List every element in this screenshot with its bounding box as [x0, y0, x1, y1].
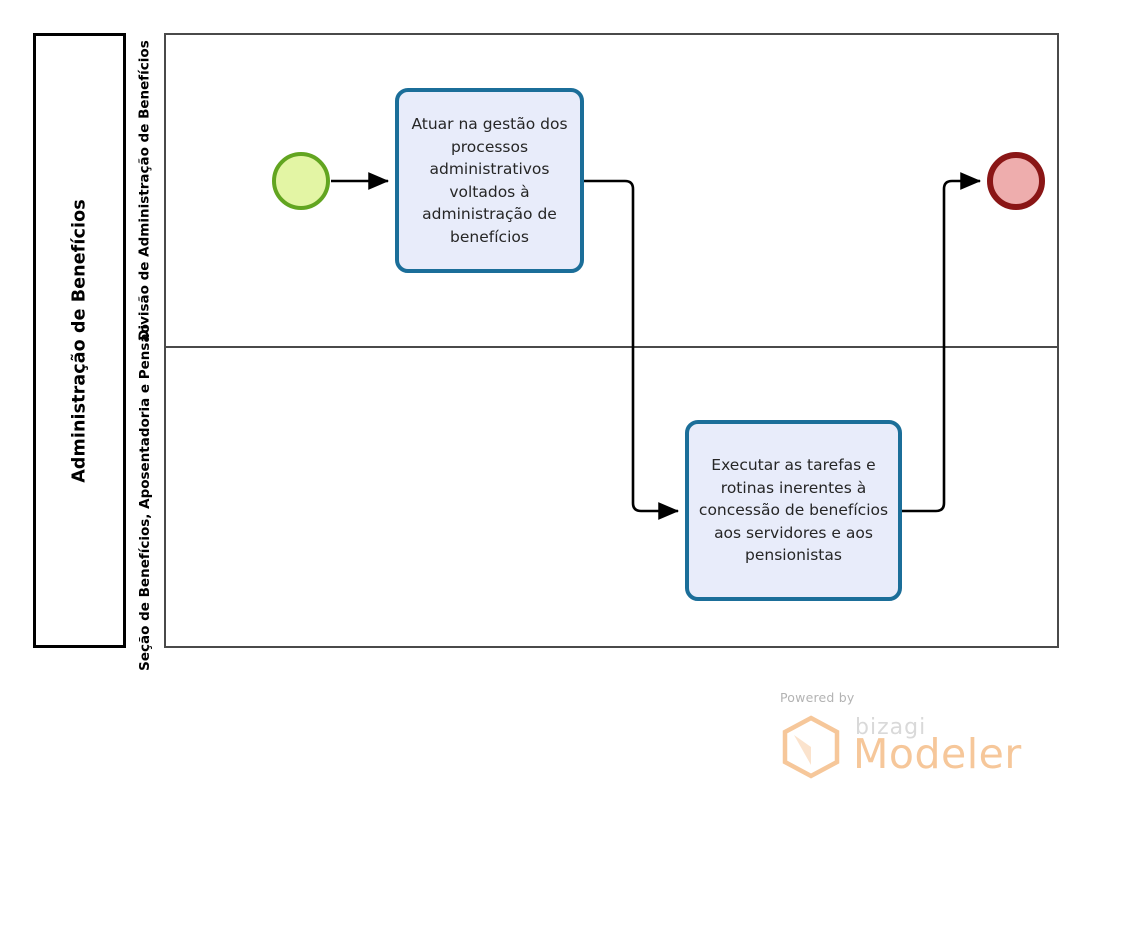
- task-2-label: Executar as tarefas e rotinas inerentes …: [698, 456, 889, 565]
- bizagi-wordmark: bizagi: [855, 715, 927, 740]
- start-event[interactable]: [272, 152, 330, 210]
- lane-header-divisao[interactable]: Divisão de Administração de Benefícios: [126, 33, 166, 347]
- task-atuar-gestao-processos[interactable]: Atuar na gestão dos processos administra…: [395, 88, 584, 273]
- task-executar-tarefas-rotinas[interactable]: Executar as tarefas e rotinas inerentes …: [685, 420, 902, 601]
- modeler-wordmark: Modeler: [853, 730, 1022, 778]
- lane-title-divisao: Divisão de Administração de Benefícios: [136, 39, 153, 341]
- lane-title-secao: Seção de Benefícios, Aposentadoria e Pen…: [136, 324, 153, 671]
- bizagi-credit: Powered by bizagi Modeler: [779, 690, 1029, 790]
- end-event[interactable]: [987, 152, 1045, 210]
- pool-header[interactable]: Administração de Benefícios: [33, 33, 126, 648]
- pool-title: Administração de Benefícios: [69, 198, 90, 483]
- bizagi-hexagon-icon: [782, 715, 840, 779]
- powered-by-label: Powered by: [780, 690, 855, 705]
- lane-header-secao[interactable]: Seção de Benefícios, Aposentadoria e Pen…: [126, 324, 166, 671]
- task-1-label: Atuar na gestão dos processos administra…: [411, 115, 568, 246]
- lane-divider: [126, 346, 1059, 348]
